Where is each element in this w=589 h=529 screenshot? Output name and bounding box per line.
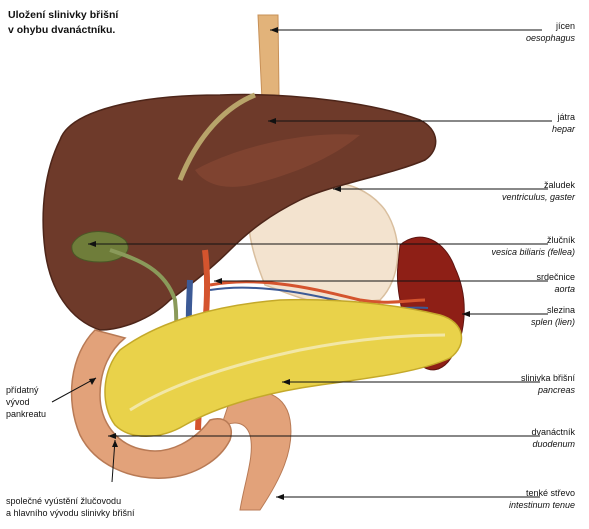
- label-spleen-la: splen (lien): [531, 316, 575, 328]
- arrow-small-intestine: [276, 494, 284, 500]
- label-gallbladder-la: vesica biliaris (fellea): [491, 246, 575, 258]
- label-liver-cz: játra: [557, 112, 575, 122]
- label-pancreas: slinivka břišní pancreas: [521, 372, 575, 396]
- label-small-intestine-cz: tenké střevo: [526, 488, 575, 498]
- label-spleen: slezina splen (lien): [531, 304, 575, 328]
- label-esophagus-la: oesophagus: [526, 32, 575, 44]
- label-accessory-duct-line2: vývod: [6, 397, 30, 407]
- title-line-1: Uložení slinivky břišní: [8, 9, 118, 21]
- label-pancreas-cz: slinivka břišní: [521, 373, 575, 383]
- label-pancreas-la: pancreas: [521, 384, 575, 396]
- label-duodenum-cz: dvanáctník: [531, 427, 575, 437]
- label-duodenum: dvanáctník duodenum: [531, 426, 575, 450]
- label-duodenum-la: duodenum: [531, 438, 575, 450]
- esophagus-shape: [258, 15, 279, 100]
- label-liver: játra hepar: [552, 111, 575, 135]
- label-gallbladder: žlučník vesica biliaris (fellea): [491, 234, 575, 258]
- label-spleen-cz: slezina: [547, 305, 575, 315]
- label-small-intestine-la: intestinum tenue: [509, 499, 575, 511]
- label-aorta-cz: srdečnice: [536, 272, 575, 282]
- label-stomach-cz: žaludek: [544, 180, 575, 190]
- label-common-opening-line1: společné vyústění žlučovodu: [6, 496, 121, 506]
- label-gallbladder-cz: žlučník: [547, 235, 575, 245]
- label-accessory-duct: přídatný vývod pankreatu: [6, 384, 46, 420]
- label-liver-la: hepar: [552, 123, 575, 135]
- small-intestine-shape: [220, 392, 291, 510]
- label-stomach: žaludek ventriculus, gaster: [502, 179, 575, 203]
- label-accessory-duct-line1: přídatný: [6, 385, 39, 395]
- label-accessory-duct-line3: pankreatu: [6, 409, 46, 419]
- label-common-opening-line2: a hlavního vývodu slinivky břišní: [6, 508, 135, 518]
- label-small-intestine: tenké střevo intestinum tenue: [509, 487, 575, 511]
- label-aorta-la: aorta: [536, 283, 575, 295]
- title-line-2: v ohybu dvanáctníku.: [8, 24, 115, 36]
- label-stomach-la: ventriculus, gaster: [502, 191, 575, 203]
- label-esophagus: jícen oesophagus: [526, 20, 575, 44]
- gallbladder-shape: [72, 232, 128, 262]
- label-aorta: srdečnice aorta: [536, 271, 575, 295]
- label-common-opening: společné vyústění žlučovodu a hlavního v…: [6, 495, 135, 519]
- diagram-title: Uložení slinivky břišní v ohybu dvanáctn…: [8, 8, 118, 38]
- label-esophagus-cz: jícen: [556, 21, 575, 31]
